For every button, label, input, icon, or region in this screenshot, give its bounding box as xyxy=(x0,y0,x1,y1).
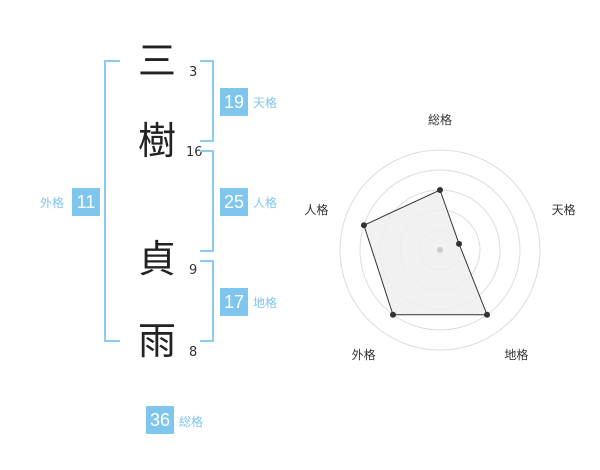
radar-point-5 xyxy=(360,222,367,229)
jinkaku-value: 25 xyxy=(220,188,248,216)
jinkaku-bracket xyxy=(200,150,214,252)
name-char-3: 貞 xyxy=(137,237,176,281)
stroke-count-4: 8 xyxy=(189,345,198,360)
radar-axis-label: 地格 xyxy=(504,347,528,362)
radar-axis-label: 天格 xyxy=(552,202,576,217)
radar-grid-ring xyxy=(359,169,521,331)
name-char-1: 三 xyxy=(137,39,176,83)
soukaku-label: 総格 xyxy=(179,415,204,429)
radar-axis-label: 人格 xyxy=(304,202,328,217)
chikaku-label: 地格 xyxy=(253,296,278,310)
radar-center-dot xyxy=(437,247,443,253)
tenkaku-label: 天格 xyxy=(253,96,278,110)
radar-point-2 xyxy=(456,240,463,247)
stroke-count-3: 9 xyxy=(189,263,198,278)
name-char-2: 樹 xyxy=(137,119,176,163)
gaikaku-label: 外格 xyxy=(40,196,65,210)
radar-grid-ring xyxy=(339,149,541,351)
radar-axis-label: 総格 xyxy=(428,112,452,127)
radar-point-4 xyxy=(389,311,396,318)
chikaku-bracket xyxy=(200,260,214,342)
jinkaku-label: 人格 xyxy=(253,196,278,210)
radar-axis-label: 外格 xyxy=(352,347,376,362)
name-char-4: 雨 xyxy=(137,319,176,363)
tenkaku-value: 19 xyxy=(220,88,248,116)
stroke-count-2: 16 xyxy=(186,145,203,160)
tenkaku-bracket xyxy=(200,60,214,142)
radar-point-1 xyxy=(437,187,443,193)
gaikaku-bracket xyxy=(104,60,120,342)
stroke-count-1: 3 xyxy=(189,65,198,80)
soukaku-value: 36 xyxy=(146,406,174,434)
chikaku-value: 17 xyxy=(220,288,248,316)
radar-data-polygon xyxy=(363,189,488,316)
gaikaku-value: 11 xyxy=(72,188,100,216)
radar-point-3 xyxy=(484,311,491,318)
